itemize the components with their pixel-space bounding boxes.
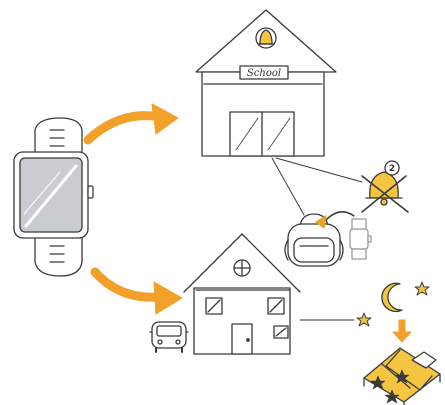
moon-icon <box>382 283 402 311</box>
bed-icon <box>364 348 440 405</box>
school-sign: School <box>247 68 281 79</box>
link-school-backpack <box>272 158 304 215</box>
link-school-alarm <box>276 158 362 182</box>
down-arrow-icon <box>393 320 411 342</box>
house-icon <box>184 234 300 354</box>
star-icon <box>357 313 371 326</box>
small-watch-icon <box>350 219 371 259</box>
arrow-to-school <box>88 104 178 140</box>
muted-alarm-bell-icon: 2 <box>362 161 408 212</box>
backpack-icon <box>285 214 343 266</box>
star-icon <box>415 282 429 295</box>
move-watch-arrow <box>316 212 354 228</box>
arrow-to-home <box>95 272 182 314</box>
car-icon <box>150 322 188 352</box>
snooze-badge: 2 <box>389 164 395 174</box>
smartwatch-icon <box>14 118 93 276</box>
